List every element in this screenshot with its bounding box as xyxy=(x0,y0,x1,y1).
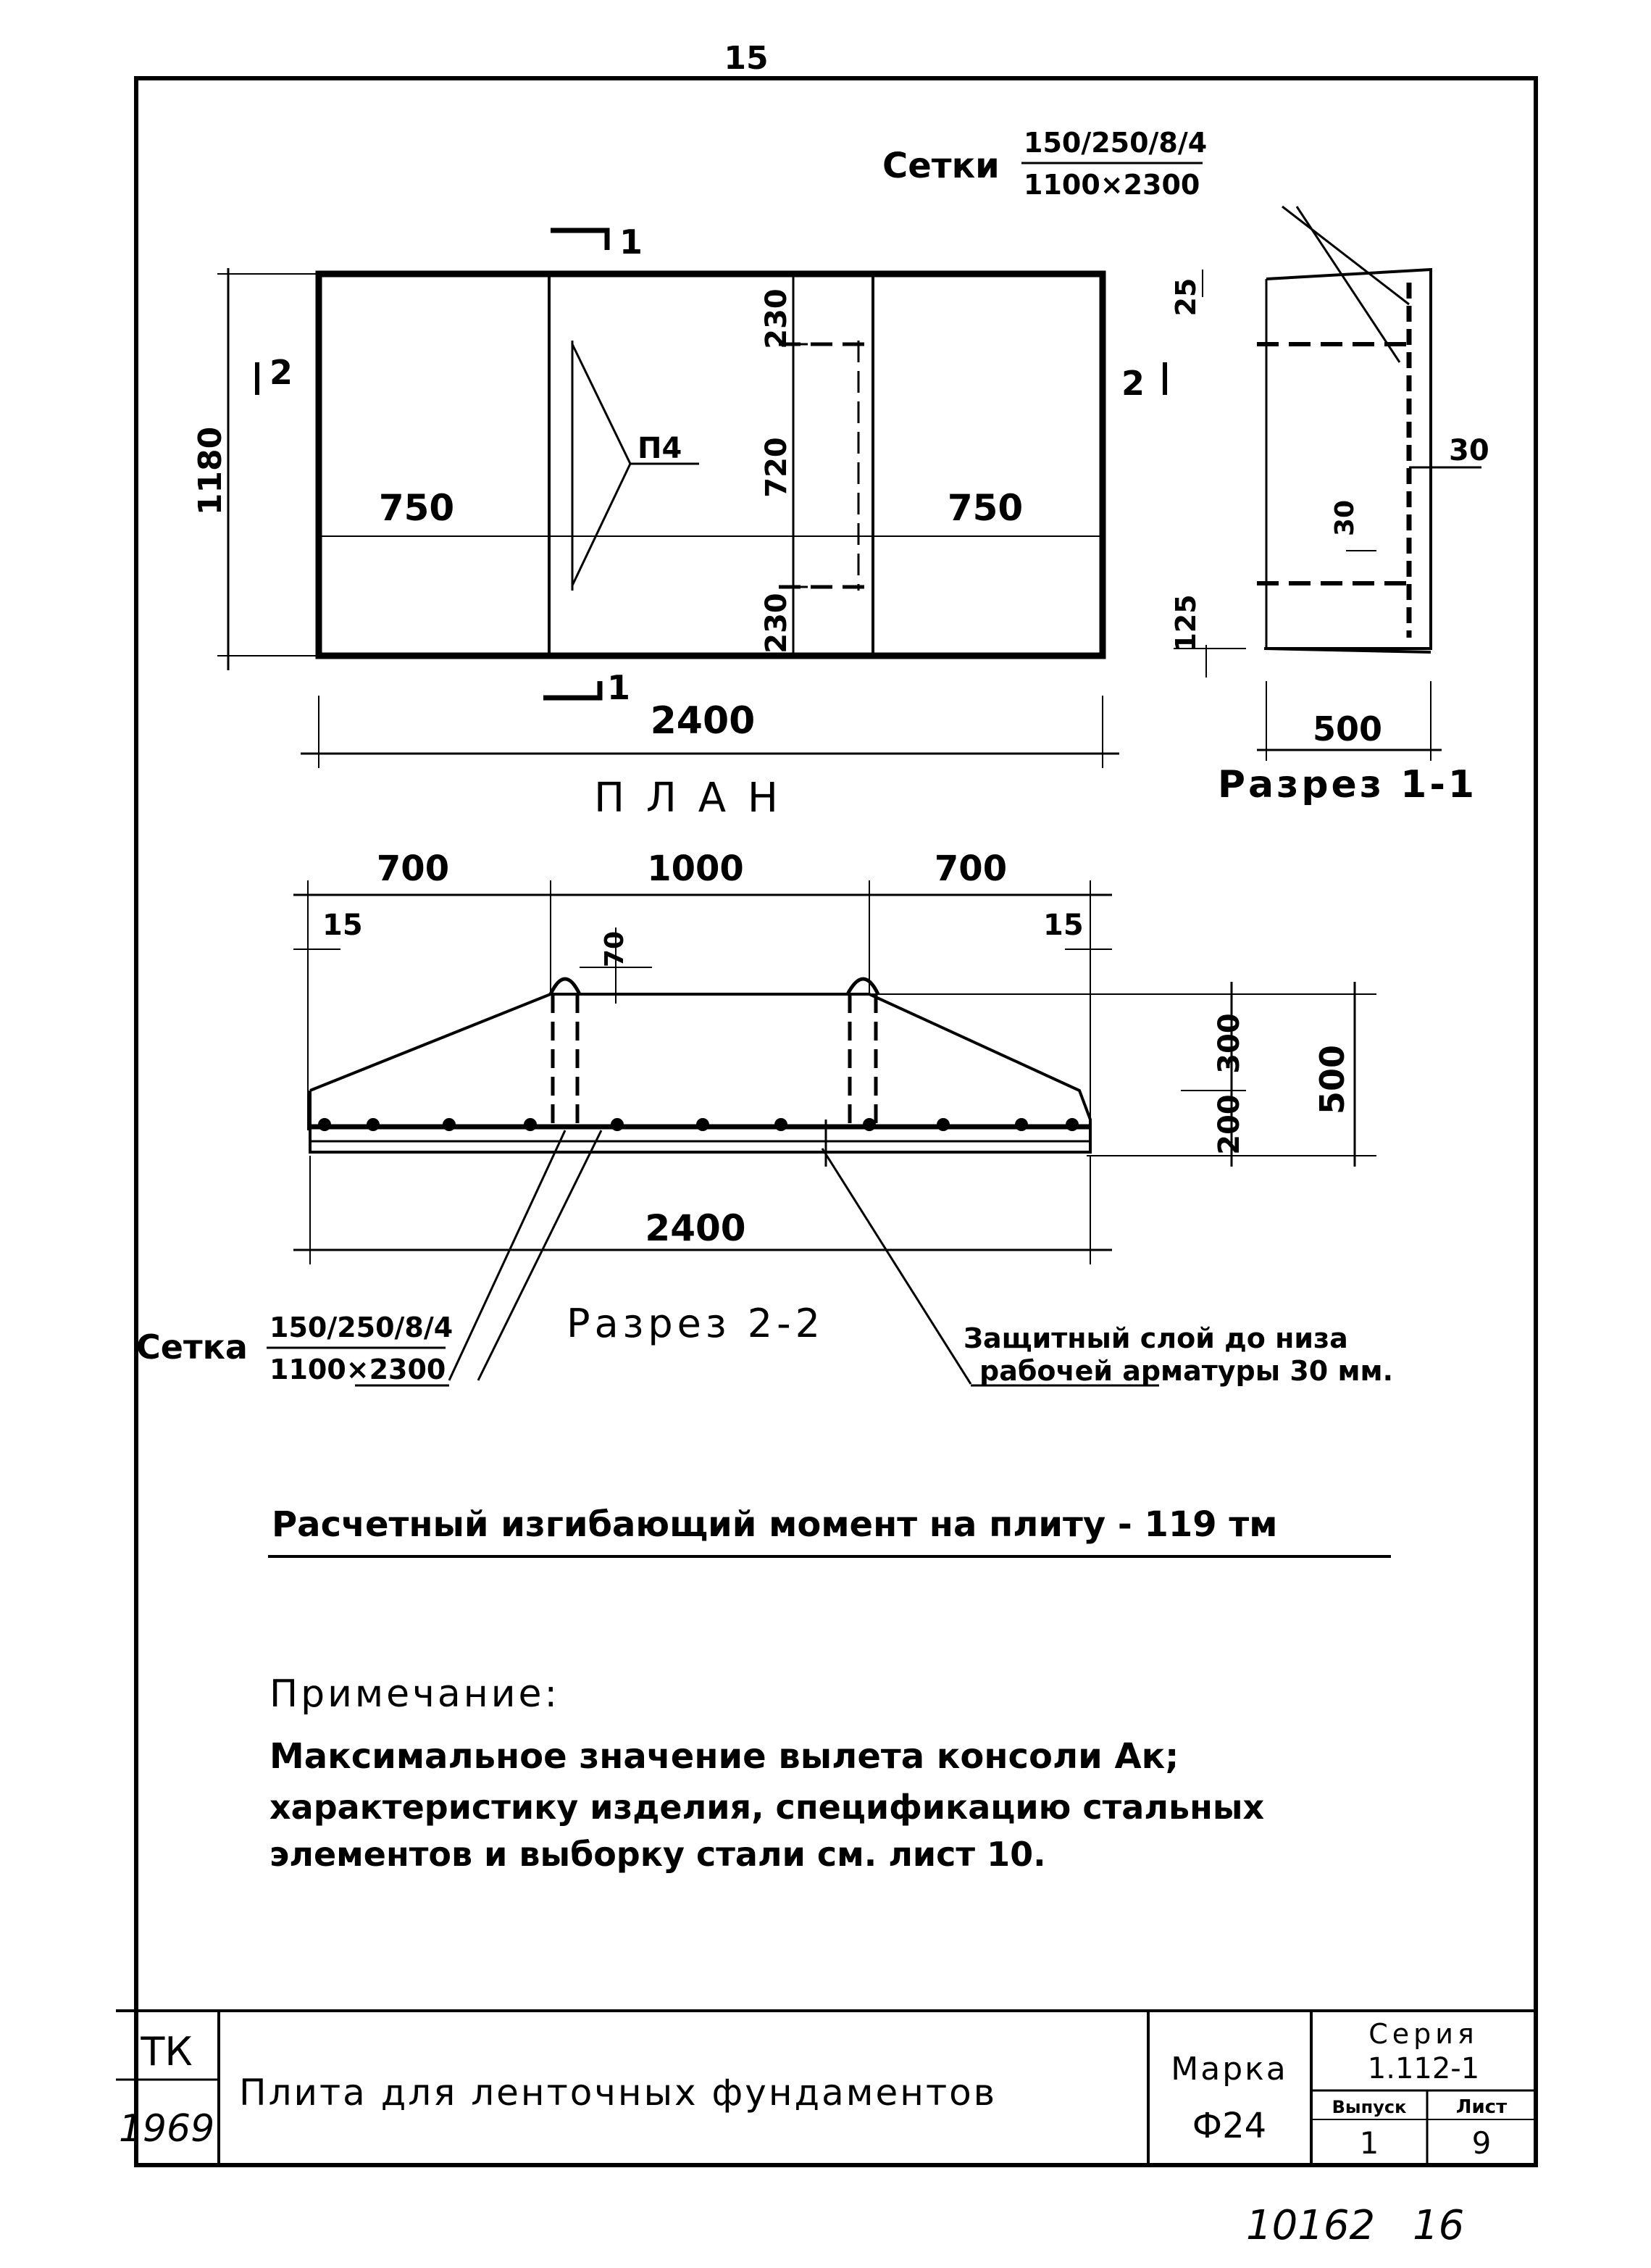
moment-text: Расчетный изгибающий момент на плиту - 1… xyxy=(272,1504,1277,1545)
s22-dim-2400: 2400 xyxy=(645,1207,745,1249)
plan-dim-1180: 1180 xyxy=(192,427,229,515)
tb-marka-value: Ф24 xyxy=(1192,2106,1266,2146)
plan-dim-230-bottom: 230 xyxy=(760,593,793,654)
plan-dim-750-right: 750 xyxy=(948,487,1023,529)
plan-rebar-label: П4 xyxy=(638,432,682,465)
section-1-1-title: Разрез 1-1 xyxy=(1218,763,1477,806)
s22-dim-15-left: 15 xyxy=(322,909,363,942)
tb-seria-label: Серия xyxy=(1368,2018,1479,2050)
protective-note-line1: Защитный слой до низа xyxy=(964,1322,1348,1354)
section-2-2-rebar xyxy=(318,1118,1079,1131)
tb-vypusk-label: Выпуск xyxy=(1332,2097,1407,2117)
section-mark-1-bottom: 1 xyxy=(607,668,630,707)
mesh-top-denominator: 1100×2300 xyxy=(1024,169,1200,201)
s22-dim-1000: 1000 xyxy=(647,849,744,889)
mesh-top-prefix: Сетки xyxy=(882,146,1000,186)
section-2-2-title: Разрез 2-2 xyxy=(567,1301,824,1346)
tb-vypusk-value: 1 xyxy=(1360,2125,1379,2161)
s11-dim-30-inner: 30 xyxy=(1330,500,1360,536)
section-mark-2-left: 2 xyxy=(269,353,293,392)
plan-view xyxy=(217,228,1167,768)
archive-page: 16 xyxy=(1413,2202,1464,2249)
s22-dim-300: 300 xyxy=(1213,1013,1246,1074)
s11-dim-30-right: 30 xyxy=(1449,434,1489,467)
tb-name: Плита для ленточных фундаментов xyxy=(239,2072,997,2114)
note-line3: элементов и выборку стали см. лист 10. xyxy=(269,1835,1046,1874)
mesh-bottom-numerator: 150/250/8/4 xyxy=(269,1312,453,1343)
plan-title: П Л А Н xyxy=(594,775,782,822)
mesh-top-numerator: 150/250/8/4 xyxy=(1024,127,1207,159)
mesh-bottom-prefix: Сетка xyxy=(136,1327,248,1367)
s22-dim-500: 500 xyxy=(1313,1045,1352,1114)
tb-year: 1969 xyxy=(119,2107,214,2151)
plan-dim-2400: 2400 xyxy=(651,699,756,743)
tb-list-label: Лист xyxy=(1456,2096,1507,2118)
section-mark-1-top: 1 xyxy=(619,222,643,262)
note-line2: характеристику изделия, спецификацию ста… xyxy=(269,1788,1264,1827)
s22-dim-700-left: 700 xyxy=(377,849,449,889)
s22-dim-700-right: 700 xyxy=(935,849,1007,889)
s22-dim-200: 200 xyxy=(1213,1094,1246,1155)
s11-dim-125: 125 xyxy=(1170,594,1202,651)
section-mark-2-right: 2 xyxy=(1121,364,1145,403)
section-1-1-view xyxy=(1174,205,1481,761)
tb-seria-value: 1.112-1 xyxy=(1368,2052,1479,2085)
sheet-frame xyxy=(134,76,1538,2167)
tb-marka-label: Марка xyxy=(1171,2051,1287,2088)
plan-dim-720: 720 xyxy=(760,437,793,498)
note-title: Примечание: xyxy=(269,1672,560,1716)
page-top-number: 15 xyxy=(724,40,768,77)
note-line1: Максимальное значение вылета консоли Ак; xyxy=(269,1736,1179,1777)
mesh-bottom-denominator: 1100×2300 xyxy=(269,1354,446,1385)
protective-note-line2: рабочей арматуры 30 мм. xyxy=(979,1355,1393,1387)
plan-dim-230-top: 230 xyxy=(760,288,793,349)
s22-dim-70: 70 xyxy=(600,931,630,967)
tb-org: ТК xyxy=(140,2029,192,2075)
title-block xyxy=(116,2009,1536,2165)
s22-dim-15-right: 15 xyxy=(1043,909,1084,942)
plan-dim-750-left: 750 xyxy=(379,487,454,529)
s11-dim-25: 25 xyxy=(1170,278,1202,317)
tb-list-value: 9 xyxy=(1472,2125,1492,2161)
s11-dim-500: 500 xyxy=(1313,709,1382,749)
archive-number: 10162 xyxy=(1246,2202,1375,2249)
